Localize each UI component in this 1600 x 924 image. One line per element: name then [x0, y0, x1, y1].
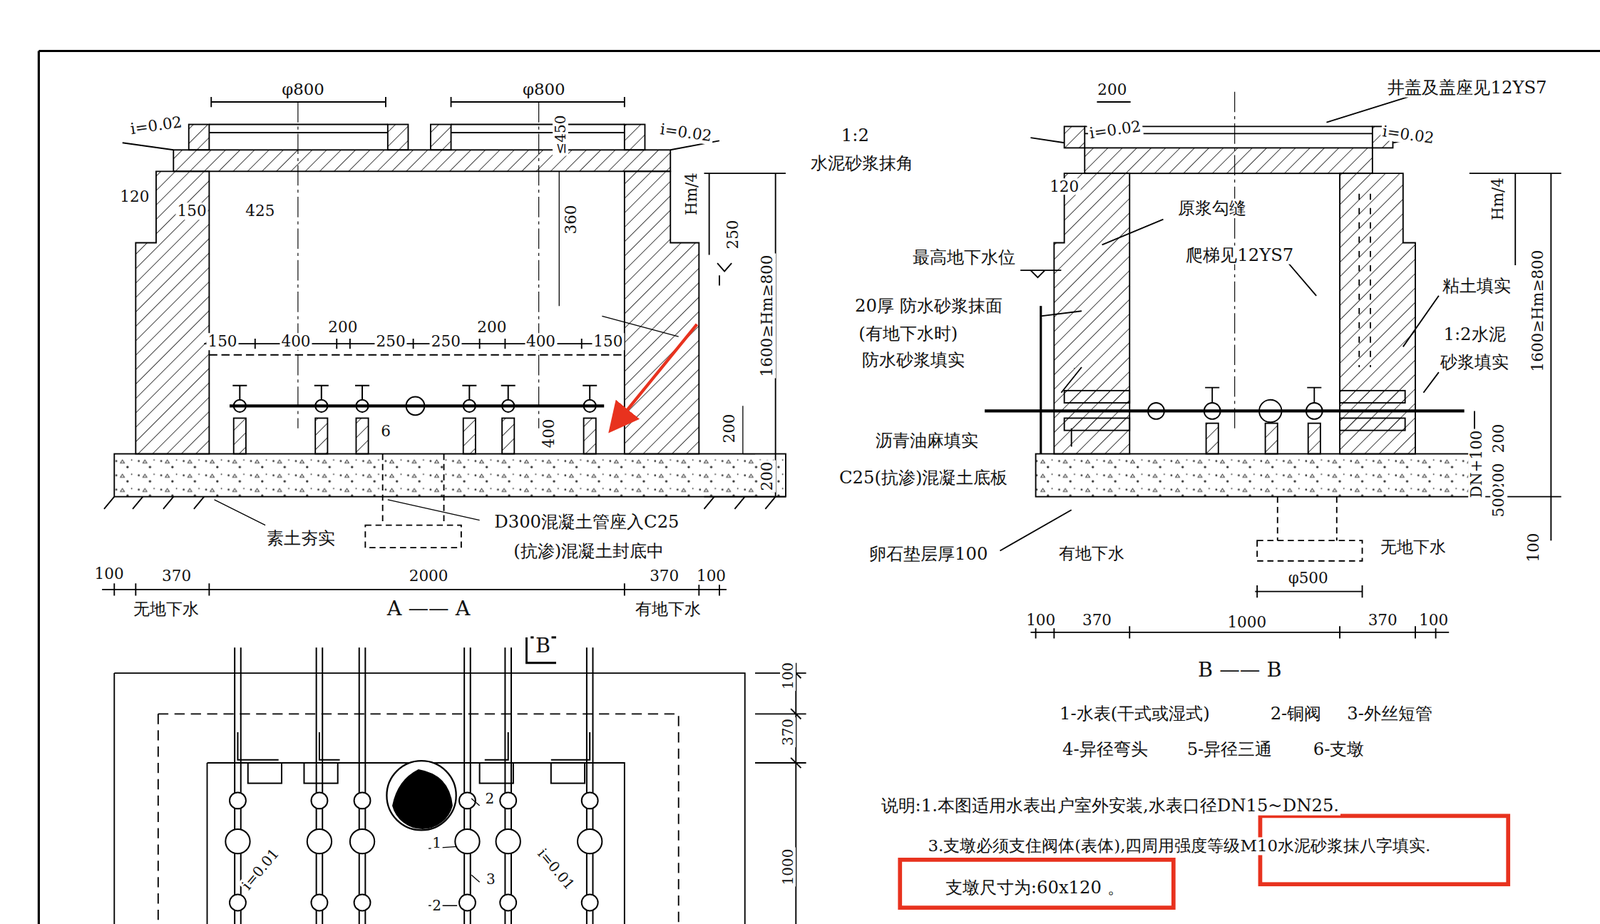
drawing-label: 1-水表(干式或湿式)	[1058, 704, 1212, 724]
drawing-label: 4-异径弯头	[1060, 740, 1150, 760]
dimension-label: 370	[160, 567, 193, 585]
dimension-label: 6	[379, 422, 393, 440]
dimension-label: φ500	[1286, 569, 1330, 587]
dimension-label: 200	[1490, 422, 1508, 455]
dimension-label: 100	[1024, 611, 1057, 629]
drawing-label: 支墩尺寸为:60x120 。	[944, 877, 1126, 897]
dimension-label: Hm/4	[1489, 176, 1507, 222]
dimension-label: 500	[1490, 486, 1508, 520]
drawing-label: 5-异径三通	[1185, 740, 1275, 760]
drawing-label: (有地下水时)	[857, 323, 960, 343]
drawing-label: D300混凝土管座入C25	[492, 512, 681, 532]
drawing-label: 6-支墩	[1311, 740, 1367, 760]
dimension-label: 150	[206, 332, 239, 351]
dimension-label: 370	[648, 567, 681, 585]
dimension-label: i=0.01	[534, 844, 579, 894]
dimension-label: 370	[780, 717, 796, 748]
drawing-label: 粘土填实	[1440, 275, 1513, 296]
dimension-label: ≤450	[552, 113, 569, 156]
dimension-label: 200	[1095, 81, 1128, 99]
dimension-label: 1600≥Hm≥800	[1529, 248, 1547, 374]
drawing-label: 最高地下水位	[911, 247, 1017, 267]
dimension-label: 1	[430, 834, 443, 851]
dimension-label: 100	[1525, 531, 1543, 564]
drawing-label: 有地下水	[633, 601, 703, 619]
drawing-label: (抗渗)混凝土封底中	[511, 541, 666, 561]
dimension-label: 425	[243, 202, 276, 220]
dimension-label: 1600≥Hm≥800	[758, 253, 776, 379]
drawing-label: 20厚 防水砂浆抹面	[853, 296, 1004, 316]
dimension-label: DN+100	[1468, 428, 1486, 500]
dimension-label: i=0.02	[1087, 117, 1144, 142]
drawing-label: 砂浆填实	[1438, 352, 1511, 372]
dimension-label: 150	[176, 202, 209, 220]
drawing-label: 卵石垫层厚100	[867, 544, 989, 564]
dimension-label: 2000	[407, 567, 450, 585]
drawing-label: 爬梯见12YS7	[1184, 245, 1295, 265]
dimension-label: φ800	[280, 80, 326, 99]
drawing-label: 2-铜阀	[1269, 704, 1324, 724]
dimension-label: 100	[695, 567, 728, 585]
dimension-label: i=0.02	[127, 113, 184, 138]
dimension-label: 1000	[780, 847, 796, 887]
dimension-label: 250	[375, 332, 408, 351]
drawing-label: 水泥砂浆抹角	[809, 154, 915, 174]
dimension-label: 200	[475, 318, 508, 336]
drawing-label: 1:2	[839, 126, 871, 146]
drawing-label: 无地下水	[1378, 539, 1448, 557]
dimension-label: 200	[758, 459, 776, 492]
dimension-label: φ800	[521, 80, 567, 99]
drawing-label: 无地下水	[131, 601, 201, 619]
dimension-label: 370	[1366, 611, 1399, 629]
dimension-label: 2	[484, 790, 497, 807]
dimension-label: i=0.02	[657, 120, 714, 145]
drawing-label: 防水砂浆填实	[860, 350, 967, 371]
drawing-label: 3.支墩必须支住阀体(表体),四周用强度等级M10水泥砂浆抹八字填实.	[926, 837, 1433, 856]
dimension-label: 100	[93, 566, 126, 584]
drawing-label: 1:2水泥	[1441, 325, 1507, 345]
dimension-label: 150	[591, 332, 624, 351]
drawing-label: 沥青油麻填实	[874, 431, 980, 451]
dimension-label: 400	[524, 332, 557, 351]
dimension-label: 100	[1417, 611, 1450, 629]
dimension-label: 370	[1080, 611, 1114, 629]
dimension-label: 2	[430, 897, 443, 914]
dimension-label: 400	[279, 332, 312, 351]
drawing-label: 说明:1.本图适用水表出户室外安装,水表口径DN15~DN25.	[879, 796, 1342, 816]
drawing-label: B —— B	[1196, 658, 1283, 681]
drawing-label: C25(抗渗)混凝土底板	[837, 467, 1009, 487]
dimension-label: 200	[326, 318, 359, 336]
dimension-label: 400	[540, 417, 558, 450]
drawing-label: 原浆勾缝	[1176, 198, 1248, 218]
dimension-label: 100	[780, 660, 796, 691]
dimension-label: 3	[484, 871, 497, 887]
drawing-label: 井盖及盖座见12YS7	[1386, 78, 1548, 98]
dimension-label: 120	[1048, 178, 1081, 196]
dimension-label: 200	[720, 412, 738, 445]
drawing-label: 素土夯实	[265, 529, 337, 549]
drawing-label: B	[534, 634, 552, 657]
drawing-label: A —— A	[385, 597, 473, 620]
dimension-label: 250	[429, 332, 463, 351]
dimension-label: 1000	[1225, 613, 1268, 632]
dimension-label: 250	[724, 218, 742, 251]
dimension-label: 120	[118, 188, 151, 206]
dimension-label: Hm/4	[683, 171, 701, 217]
drawing-label: 有地下水	[1057, 544, 1126, 563]
drawing-label: 3-外丝短管	[1345, 704, 1434, 724]
dimension-label: 360	[563, 203, 581, 236]
